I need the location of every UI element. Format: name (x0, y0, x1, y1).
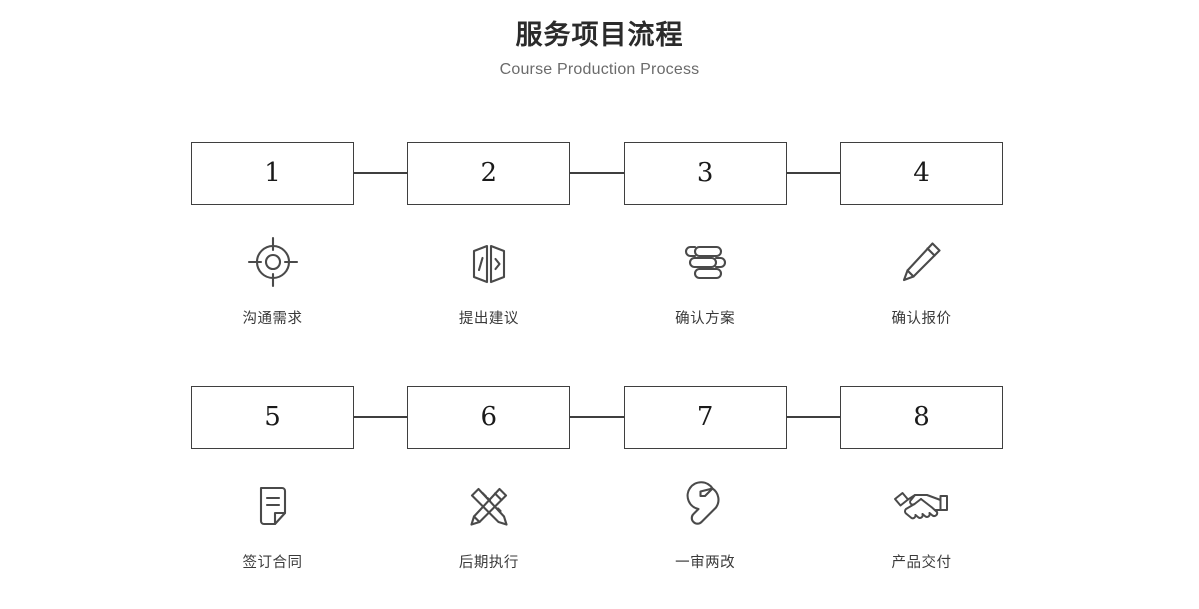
meta-gap (354, 475, 407, 573)
page-title: 服务项目流程 (515, 20, 684, 50)
step-box-strip-2: 5 6 7 8 (191, 385, 1003, 449)
step-box-1[interactable]: 1 (191, 141, 354, 205)
step-number-8: 8 (913, 402, 930, 432)
flow-row-1: 1 2 3 4 沟通 (191, 141, 1003, 341)
connector-3-4 (786, 172, 840, 174)
step-number-3: 3 (696, 158, 714, 188)
step-label-8: 产品交付 (891, 555, 952, 571)
connector-6-7 (570, 416, 624, 418)
step-meta-5: 签订合同 (191, 475, 354, 573)
pencil-ruler-icon (407, 475, 570, 537)
step-number-1: 1 (264, 158, 281, 188)
step-label-1: 沟通需求 (242, 311, 303, 327)
connector-1-2 (354, 172, 408, 174)
step-box-7[interactable]: 7 (623, 385, 787, 449)
flow-row-2: 5 6 7 8 签订合同 (191, 385, 1003, 585)
open-book-icon (407, 231, 570, 293)
step-label-7: 一审两改 (675, 555, 736, 571)
step-label-4: 确认报价 (891, 311, 952, 327)
step-meta-4: 确认报价 (840, 231, 1003, 329)
connector-7-8 (786, 416, 840, 418)
document-icon (191, 475, 354, 537)
step-box-6[interactable]: 6 (407, 385, 571, 449)
step-label-3: 确认方案 (675, 311, 736, 327)
step-meta-3: 确认方案 (624, 231, 787, 329)
step-number-5: 5 (264, 402, 281, 432)
step-meta-1: 沟通需求 (191, 231, 354, 329)
connector-5-6 (354, 416, 408, 418)
step-box-8[interactable]: 8 (839, 385, 1003, 449)
step-label-5: 签订合同 (242, 555, 303, 571)
step-meta-strip-1: 沟通需求 提出建议 (191, 231, 1003, 329)
step-meta-8: 产品交付 (840, 475, 1003, 573)
page-subtitle: Course Production Process (499, 61, 700, 78)
step-label-6: 后期执行 (458, 555, 519, 571)
step-box-4[interactable]: 4 (839, 141, 1003, 205)
pencil-icon (840, 231, 1003, 293)
wrench-icon (624, 475, 787, 537)
step-label-2: 提出建议 (458, 311, 519, 327)
step-number-7: 7 (696, 402, 714, 432)
connector-2-3 (570, 172, 624, 174)
step-box-2[interactable]: 2 (407, 141, 571, 205)
meta-gap (354, 231, 407, 329)
step-meta-6: 后期执行 (407, 475, 570, 573)
meta-gap (787, 475, 840, 573)
step-meta-strip-2: 签订合同 后期执行 (191, 475, 1003, 573)
target-icon (191, 231, 354, 293)
stacked-bars-icon (624, 231, 787, 293)
meta-gap (570, 475, 623, 573)
page-header: 服务项目流程 Course Production Process (0, 0, 1199, 82)
step-box-strip-1: 1 2 3 4 (191, 141, 1003, 205)
meta-gap (570, 231, 623, 329)
step-meta-2: 提出建议 (407, 231, 570, 329)
step-box-5[interactable]: 5 (191, 385, 354, 449)
step-box-3[interactable]: 3 (623, 141, 787, 205)
step-number-6: 6 (480, 402, 498, 432)
step-meta-7: 一审两改 (624, 475, 787, 573)
step-number-4: 4 (913, 158, 930, 188)
step-number-2: 2 (480, 158, 498, 188)
meta-gap (787, 231, 840, 329)
handshake-icon (840, 475, 1003, 537)
